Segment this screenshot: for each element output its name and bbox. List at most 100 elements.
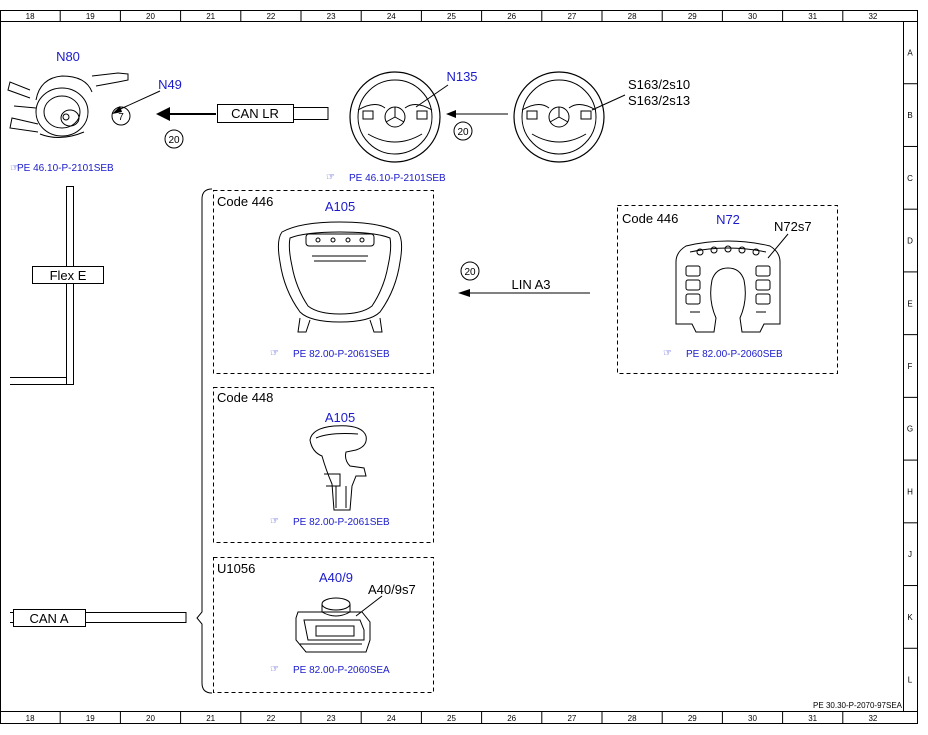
can-lr-box [217,104,294,123]
code-446-left-box [213,190,434,374]
a40-9-controller-illustration [295,597,371,653]
row-letter: K [907,613,913,622]
column-number-top: 22 [266,12,275,21]
marker-20-a: 20 [168,135,180,146]
column-number-bottom: 20 [146,714,155,723]
can-a-box [13,609,86,627]
row-letter: B [907,111,912,120]
column-number-bottom: 31 [808,714,817,723]
n72s7-leader [767,233,789,259]
row-letter: L [908,676,913,685]
column-number-top: 24 [387,12,396,21]
column-number-top: 28 [628,12,637,21]
code-448-label: Code 448 [217,390,273,405]
a105-top-label: A105 [325,199,355,214]
row-ruler: A B C D E F G H J K L [903,48,917,685]
code-446-right-label: Code 446 [622,211,678,226]
row-letter: A [907,48,913,57]
column-number-top: 21 [206,12,215,21]
column-number-top: 19 [86,12,95,21]
column-number-top: 23 [327,12,336,21]
n49-arrowhead [112,106,122,114]
code-446-right-box [617,205,838,374]
steering-wheel-s163-illustration [513,71,605,163]
n72-reference: PE 82.00-P-2060SEB [686,349,783,360]
flex-e-label: Flex E [50,268,87,283]
column-number-top: 31 [808,12,817,21]
s163-leader [591,94,626,111]
column-number-top: 29 [688,12,697,21]
lin-a3-label: LIN A3 [511,277,550,292]
can-a-label: CAN A [29,611,68,626]
row-letter: H [907,487,913,496]
n135-label: N135 [446,69,477,84]
row-letter: J [908,550,912,559]
n49-label: N49 [158,77,182,92]
column-number-bottom: 27 [567,714,576,723]
n72-ref-icon: ☞ [663,348,672,359]
row-letter: F [908,362,913,371]
column-number-bottom: 28 [628,714,637,723]
a40-9s7-leader [355,595,383,617]
a105-selector-lever-illustration [309,425,367,511]
a40-9-label: A40/9 [319,570,353,585]
n80-reference: PE 46.10-P-2101SEB [17,163,114,174]
column-number-bottom: 19 [86,714,95,723]
marker-7: 7 [118,112,124,123]
marker-20-b-circle [453,121,473,141]
a105-top-ref-icon: ☞ [270,348,279,359]
n135-leader [415,84,449,108]
a105-mid-label: A105 [325,410,355,425]
marker-20-b: 20 [457,127,469,138]
wheel-reference: PE 46.10-P-2101SEB [349,173,446,184]
column-number-top: 27 [567,12,576,21]
n72s7-label: N72s7 [774,219,812,234]
column-number-bottom: 30 [748,714,757,723]
column-number-bottom: 24 [387,714,396,723]
marker-20-c: 20 [464,267,476,278]
a105-mid-reference: PE 82.00-P-2061SEB [293,517,390,528]
n80-module-illustration [7,72,129,138]
a40-9-reference: PE 82.00-P-2060SEA [293,665,390,676]
row-letter: E [907,299,912,308]
a105-mid-ref-icon: ☞ [270,516,279,527]
a40-9s7-label: A40/9s7 [368,582,416,597]
row-letter: G [907,425,913,434]
lin-a3-arrowhead [458,289,470,297]
row-letter: D [907,237,913,246]
wheel-ref-icon: ☞ [326,172,335,183]
steering-wheel-n135-illustration [349,71,441,163]
s163-2s13-label: S163/2s13 [628,93,690,108]
marker-20-c-circle [460,261,480,281]
can-lr-arrowhead [156,107,170,121]
column-number-top: 26 [507,12,516,21]
column-number-bottom: 32 [868,714,877,723]
code-446-left-label: Code 446 [217,194,273,209]
wheel-link-arrowhead [446,110,456,118]
column-ruler: 1818191920202121222223232424252526262727… [26,10,878,723]
code-448-box [213,387,434,543]
column-number-bottom: 21 [206,714,215,723]
column-number-bottom: 29 [688,714,697,723]
n72-label: N72 [716,212,740,227]
column-number-bottom: 22 [266,714,275,723]
u1056-box [213,557,434,693]
n49-leader [115,90,161,112]
n80-label: N80 [56,49,80,64]
a105-overhead-panel-illustration [277,221,403,333]
a40-9-ref-icon: ☞ [270,664,279,675]
column-number-bottom: 18 [26,714,35,723]
column-number-top: 18 [26,12,35,21]
column-number-bottom: 23 [327,714,336,723]
s163-2s10-label: S163/2s10 [628,77,690,92]
can-lr-label: CAN LR [231,106,279,121]
row-letter: C [907,174,913,183]
n80-ref-icon: ☞ [10,163,19,174]
variant-bracket [196,188,213,694]
marker-20-a-circle [164,129,184,149]
column-number-bottom: 26 [507,714,516,723]
a105-top-reference: PE 82.00-P-2061SEB [293,349,390,360]
u1056-label: U1056 [217,561,255,576]
flex-e-box [32,266,104,284]
column-number-top: 25 [447,12,456,21]
